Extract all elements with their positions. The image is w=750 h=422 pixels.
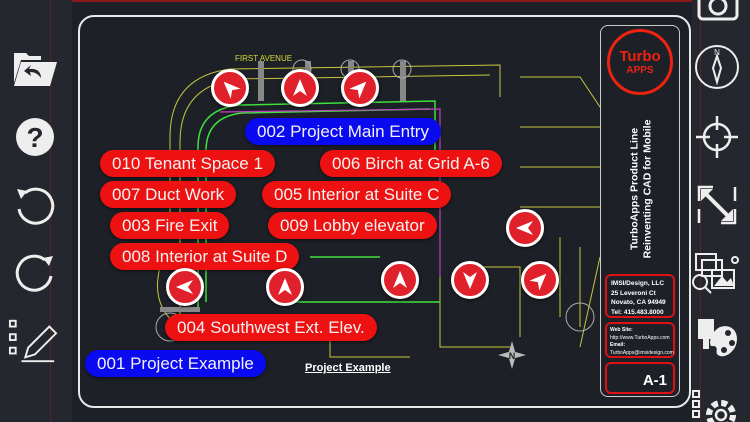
- undo-icon: [17, 187, 55, 225]
- viewpoint-marker[interactable]: [506, 209, 544, 247]
- viewpoint-label-001[interactable]: 001 Project Example: [85, 350, 266, 377]
- redo-icon: [15, 254, 53, 292]
- arrow-icon: [349, 81, 367, 99]
- viewpoint-label-009[interactable]: 009 Lobby elevator: [268, 212, 437, 239]
- redo-button[interactable]: [10, 247, 60, 297]
- svg-text:N: N: [509, 351, 516, 361]
- question-icon: ?: [16, 118, 54, 156]
- locate-button[interactable]: [692, 112, 742, 162]
- arrow-icon: [176, 280, 193, 294]
- arrow-icon: [516, 221, 533, 235]
- open-folder-button[interactable]: [10, 43, 60, 93]
- sheet-number: A-1: [642, 372, 667, 389]
- viewpoint-label-007[interactable]: 007 Duct Work: [100, 181, 237, 208]
- phone: Tel: 415.483.8000: [611, 308, 664, 316]
- help-button[interactable]: ?: [10, 112, 60, 162]
- settings-button[interactable]: [690, 388, 740, 422]
- street-label: FIRST AVENUE: [235, 54, 292, 63]
- drawing-title: Project Example: [305, 362, 391, 374]
- camera-button[interactable]: [693, 0, 743, 28]
- product-tagline: Reinventing CAD for Mobile: [641, 119, 653, 259]
- viewpoint-marker[interactable]: [451, 261, 489, 299]
- web-label: Web Site:: [610, 327, 633, 333]
- viewpoint-marker[interactable]: [266, 268, 304, 306]
- arrow-icon: [393, 271, 407, 288]
- cad-drawing[interactable]: FIRST AVENUE N: [80, 17, 600, 402]
- email: TurboApps@imsidesign.com: [610, 349, 674, 356]
- crosshair-icon: [696, 116, 738, 158]
- company-box: IMSI/Design, LLC 25 Leveroni Ct Novato, CA…: [605, 274, 675, 318]
- camera-icon: [697, 0, 739, 21]
- viewpoint-marker[interactable]: [281, 69, 319, 107]
- arrow-icon: [293, 79, 307, 96]
- arrow-icon: [463, 272, 477, 289]
- north-arrow-icon: N: [498, 341, 526, 369]
- drawing-sheet[interactable]: [78, 15, 691, 408]
- email-label: Email:: [610, 342, 626, 348]
- arrow-icon: [223, 81, 241, 99]
- viewpoint-marker[interactable]: [166, 268, 204, 306]
- gear-icon: [692, 390, 736, 422]
- city: Novato, CA 94949: [611, 299, 666, 306]
- undo-button[interactable]: [10, 180, 60, 230]
- company-name: IMSI/Design, LLC: [611, 280, 665, 287]
- zoom-extents-button[interactable]: [692, 180, 742, 230]
- arrow-icon: [529, 273, 547, 291]
- product-line: TurboApps Product Line: [628, 127, 640, 251]
- svg-text:N: N: [714, 48, 720, 57]
- viewpoint-label-004[interactable]: 004 Southwest Ext. Elev.: [165, 314, 377, 341]
- sheet-box: A-1: [605, 362, 675, 394]
- viewpoint-label-006[interactable]: 006 Birch at Grid A-6: [320, 150, 502, 177]
- svg-text:?: ?: [26, 122, 43, 153]
- viewpoint-marker[interactable]: [521, 261, 559, 299]
- viewpoint-marker[interactable]: [341, 69, 379, 107]
- border-line: [72, 0, 692, 2]
- arrow-icon: [278, 278, 292, 295]
- web-url: http://www.TurboApps.com: [610, 334, 670, 341]
- viewpoint-label-005[interactable]: 005 Interior at Suite C: [262, 181, 452, 208]
- viewpoint-marker[interactable]: [211, 69, 249, 107]
- viewpoint-label-008[interactable]: 008 Interior at Suite D: [110, 243, 300, 270]
- palette-icon: [698, 319, 738, 357]
- gallery-search-icon: [692, 253, 739, 294]
- viewpoint-label-003[interactable]: 003 Fire Exit: [110, 212, 230, 239]
- address: 25 Leveroni Ct: [611, 289, 656, 297]
- folder-back-icon: [14, 53, 57, 86]
- layers-button[interactable]: [692, 315, 742, 365]
- compass-button[interactable]: N: [692, 42, 742, 92]
- compass-icon: N: [695, 45, 739, 89]
- viewpoint-label-002[interactable]: 002 Project Main Entry: [245, 118, 441, 145]
- viewpoint-marker[interactable]: [381, 261, 419, 299]
- pencil-icon: [8, 319, 58, 363]
- expand-icon: [697, 185, 737, 225]
- guide-line: [700, 0, 701, 422]
- markup-button[interactable]: [8, 315, 58, 365]
- gallery-button[interactable]: [690, 248, 740, 298]
- viewpoint-label-010[interactable]: 010 Tenant Space 1: [100, 150, 275, 177]
